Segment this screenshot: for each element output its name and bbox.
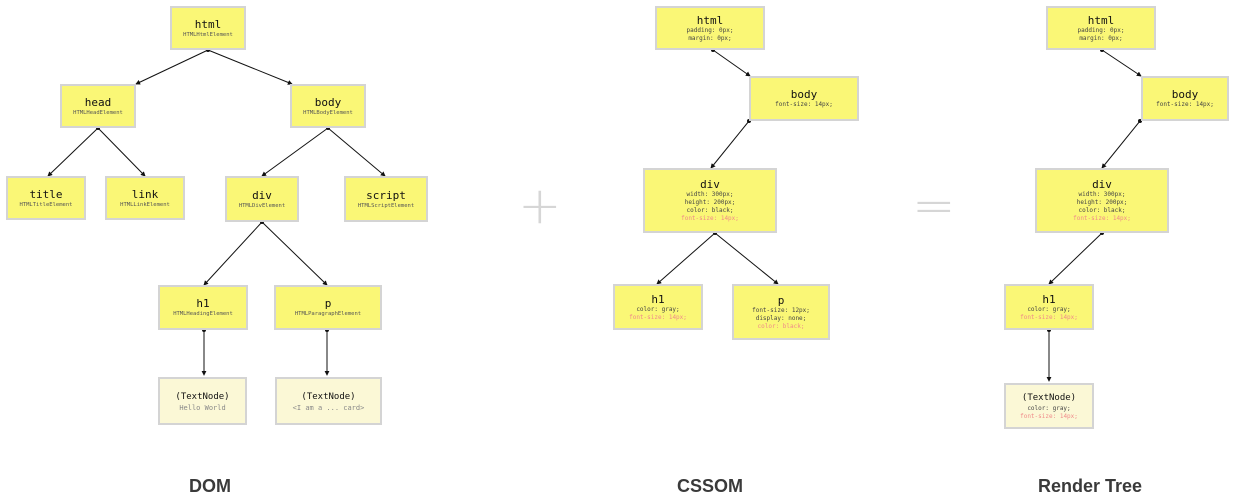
dom-node-p: p HTMLParagraphElement: [274, 285, 382, 330]
node-inherited-rule: font-size: 14px;: [681, 215, 739, 222]
render-node-div: div width: 300px; height: 200px; color: …: [1035, 168, 1169, 233]
node-tag: script: [366, 188, 406, 202]
node-rule: width: 300px;: [1078, 191, 1126, 198]
node-tag: (TextNode): [301, 391, 356, 402]
node-tag: div: [1092, 178, 1112, 191]
dom-node-textnode-1: (TextNode) Hello World: [158, 377, 247, 425]
node-rule: height: 200px;: [1076, 199, 1128, 206]
node-rule: color: gray;: [1027, 305, 1071, 313]
node-rule: width: 300px;: [686, 191, 734, 198]
node-inherited-rule: color: black;: [757, 322, 805, 330]
render-node-html: html padding: 0px; margin: 0px;: [1046, 6, 1156, 50]
cssom-node-body: body font-size: 14px;: [749, 76, 859, 121]
node-type: HTMLScriptElement: [357, 202, 415, 209]
edge-render-body-div: [1101, 120, 1141, 169]
node-type: HTMLTitleElement: [19, 201, 73, 208]
edge-div-h1: [203, 221, 263, 286]
node-content: <I am a ... card>: [292, 403, 365, 412]
plus-sign: +: [518, 176, 562, 236]
edge-render-html-body: [1101, 49, 1142, 77]
node-type: HTMLHtmlElement: [183, 31, 233, 38]
cssom-node-html: html padding: 0px; margin: 0px;: [655, 6, 765, 50]
node-tag: body: [1171, 88, 1199, 101]
node-type: HTMLLinkElement: [120, 201, 170, 208]
dom-node-body: body HTMLBodyElement: [290, 84, 366, 128]
node-tag: p: [324, 297, 332, 310]
edge-html-head: [135, 49, 209, 85]
node-tag: html: [1087, 13, 1115, 27]
node-type: HTMLBodyElement: [303, 109, 353, 116]
dom-node-div: div HTMLDivElement: [225, 176, 299, 222]
node-inherited-rule: font-size: 14px;: [1020, 412, 1078, 420]
render-node-h1: h1 color: gray; font-size: 14px;: [1004, 284, 1094, 330]
node-tag: title: [29, 187, 63, 201]
edge-render-div-h1: [1048, 232, 1103, 285]
node-rule: color: black;: [1078, 207, 1126, 214]
caption-dom: DOM: [189, 476, 231, 496]
node-tag: h1: [196, 297, 210, 310]
dom-node-html: html HTMLHtmlElement: [170, 6, 246, 50]
node-tag: h1: [651, 292, 665, 306]
node-tag: body: [790, 88, 818, 101]
node-rule: padding: 0px;: [1077, 26, 1125, 34]
node-rule: padding: 0px;: [686, 26, 734, 34]
caption-render-tree: Render Tree: [1037, 476, 1143, 496]
node-type: HTMLHeadElement: [73, 109, 123, 116]
render-node-textnode: (TextNode) color: gray; font-size: 14px;: [1004, 383, 1094, 429]
edge-cssom-div-h1: [656, 232, 716, 285]
node-tag: (TextNode): [175, 391, 230, 402]
edge-cssom-div-p: [714, 232, 779, 285]
edge-div-p: [261, 221, 328, 286]
dom-node-link: link HTMLLinkElement: [105, 176, 185, 220]
node-inherited-rule: font-size: 14px;: [1020, 313, 1078, 321]
node-rule: color: gray;: [636, 305, 680, 313]
node-tag: div: [700, 178, 720, 191]
node-rule: margin: 0px;: [1079, 34, 1123, 42]
node-tag: html: [194, 17, 222, 31]
edge-body-div: [261, 127, 329, 177]
edge-body-script: [327, 127, 386, 177]
edge-cssom-body-div: [710, 120, 750, 169]
node-tag: body: [314, 95, 342, 109]
edge-head-title: [47, 127, 99, 177]
node-inherited-rule: font-size: 14px;: [629, 313, 687, 321]
node-content: Hello World: [179, 403, 226, 412]
node-rule: height: 200px;: [684, 199, 736, 206]
dom-node-head: head HTMLHeadElement: [60, 84, 136, 128]
node-rule: color: black;: [686, 207, 734, 214]
node-rule: color: gray;: [1027, 404, 1071, 412]
dom-node-textnode-2: (TextNode) <I am a ... card>: [275, 377, 382, 425]
cssom-node-div: div width: 300px; height: 200px; color: …: [643, 168, 777, 233]
caption-cssom: CSSOM: [676, 476, 743, 496]
edge-cssom-html-body: [712, 49, 751, 77]
node-tag: (TextNode): [1021, 392, 1077, 403]
node-type: HTMLDivElement: [238, 202, 286, 209]
edge-head-link: [97, 127, 146, 177]
node-rule: margin: 0px;: [688, 34, 732, 42]
cssom-node-h1: h1 color: gray; font-size: 14px;: [613, 284, 703, 330]
node-type: HTMLHeadingElement: [173, 311, 233, 317]
node-rule: font-size: 14px;: [1156, 101, 1214, 108]
node-tag: link: [131, 187, 159, 201]
edge-html-body: [207, 49, 293, 85]
node-inherited-rule: font-size: 14px;: [1073, 215, 1131, 222]
cssom-node-p: p font-size: 12px; display: none; color:…: [732, 284, 830, 340]
node-rule: font-size: 14px;: [775, 101, 833, 108]
node-tag: p: [777, 293, 785, 307]
node-tag: html: [696, 13, 724, 27]
dom-node-h1: h1 HTMLHeadingElement: [158, 285, 248, 330]
dom-node-script: script HTMLScriptElement: [344, 176, 428, 222]
node-tag: div: [252, 188, 272, 202]
node-rule: font-size: 12px;: [752, 306, 810, 314]
dom-node-title: title HTMLTitleElement: [6, 176, 86, 220]
node-type: HTMLParagraphElement: [294, 311, 362, 317]
render-node-body: body font-size: 14px;: [1141, 76, 1229, 121]
node-rule: display: none;: [755, 314, 807, 322]
node-tag: h1: [1042, 292, 1056, 306]
equals-sign: =: [912, 176, 956, 236]
node-tag: head: [84, 95, 112, 109]
